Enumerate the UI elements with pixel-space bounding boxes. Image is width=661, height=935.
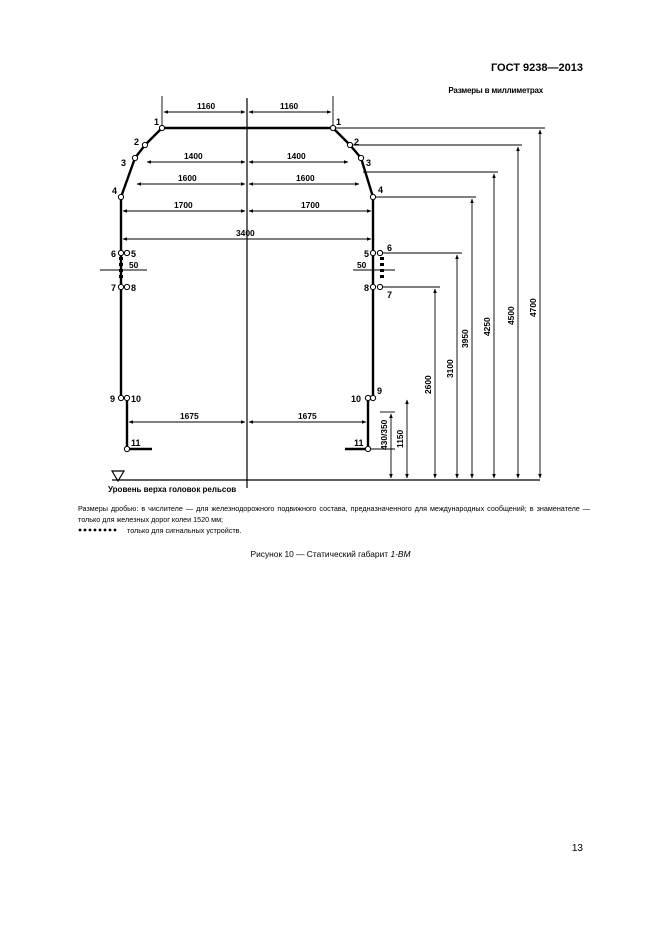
dim-1600-right: 1600 <box>296 173 315 183</box>
dim-1150: 1150 <box>395 429 405 448</box>
point-10-right: 10 <box>351 394 361 404</box>
dim-1600-left: 1600 <box>178 173 197 183</box>
dim-3400: 3400 <box>236 228 255 238</box>
point-7-right: 7 <box>387 290 392 300</box>
point-5-left: 5 <box>131 249 136 259</box>
units-note: Размеры в миллиметрах <box>448 86 543 95</box>
dim-50-right: 50 <box>357 260 367 270</box>
gauge-points <box>117 124 384 453</box>
caption-prefix: Рисунок 10 — Статический габарит <box>250 549 391 559</box>
point-8-right: 8 <box>364 283 369 293</box>
dim-1700-left: 1700 <box>174 200 193 210</box>
height-dimension-lines <box>335 127 545 479</box>
dim-50-left: 50 <box>129 260 139 270</box>
rail-level-triangle-icon <box>110 470 126 483</box>
point-11-left: 11 <box>131 438 141 448</box>
point-4-left: 4 <box>112 186 117 196</box>
standard-number: ГОСТ 9238—2013 <box>490 62 583 74</box>
point-11-right: 11 <box>354 438 364 448</box>
point-7-left: 7 <box>111 283 116 293</box>
point-6-right: 6 <box>387 243 392 253</box>
caption-gauge-name: 1-ВМ <box>390 549 411 559</box>
width-dimension-lines <box>100 96 395 424</box>
point-6-left: 6 <box>111 249 116 259</box>
dim-430-350: 430/350 <box>379 419 389 450</box>
note-text: Размеры дробью: в числителе — для железн… <box>78 504 590 524</box>
point-5-right: 5 <box>364 249 369 259</box>
point-8-left: 8 <box>131 283 136 293</box>
dim-1675-left: 1675 <box>180 411 199 421</box>
point-9-right: 9 <box>377 386 382 396</box>
dim-1160-left: 1160 <box>197 101 216 111</box>
figure-caption: Рисунок 10 — Статический габарит 1-ВМ <box>0 549 661 559</box>
dim-1160-right: 1160 <box>280 101 299 111</box>
dim-1700-right: 1700 <box>301 200 320 210</box>
point-3-right: 3 <box>366 158 371 168</box>
dim-4250: 4250 <box>482 317 492 336</box>
dim-3100: 3100 <box>445 359 455 378</box>
signal-device-marks <box>119 257 384 278</box>
page-number: 13 <box>571 843 583 854</box>
dim-4500: 4500 <box>506 306 516 325</box>
point-2-right: 2 <box>354 137 359 147</box>
dim-3950: 3950 <box>460 329 470 348</box>
point-9-left: 9 <box>110 394 115 404</box>
rail-level-label: Уровень верха головок рельсов <box>108 485 236 494</box>
point-4-right: 4 <box>378 185 383 195</box>
dim-4700: 4700 <box>528 298 538 317</box>
signal-note: только для сигнальных устройств. <box>127 526 242 535</box>
dim-1400-right: 1400 <box>287 151 306 161</box>
dim-2600: 2600 <box>423 375 433 394</box>
signal-dots-legend-icon <box>78 528 117 532</box>
point-1-right: 1 <box>336 117 341 127</box>
clearance-gauge-drawing: 1160 1160 1400 1400 1600 1600 1700 1700 … <box>100 96 545 494</box>
point-3-left: 3 <box>121 158 126 168</box>
dim-1400-left: 1400 <box>184 151 203 161</box>
point-1-left: 1 <box>154 117 159 127</box>
point-2-left: 2 <box>134 137 139 147</box>
dim-1675-right: 1675 <box>298 411 317 421</box>
gauge-outline <box>119 126 375 451</box>
point-10-left: 10 <box>131 394 141 404</box>
